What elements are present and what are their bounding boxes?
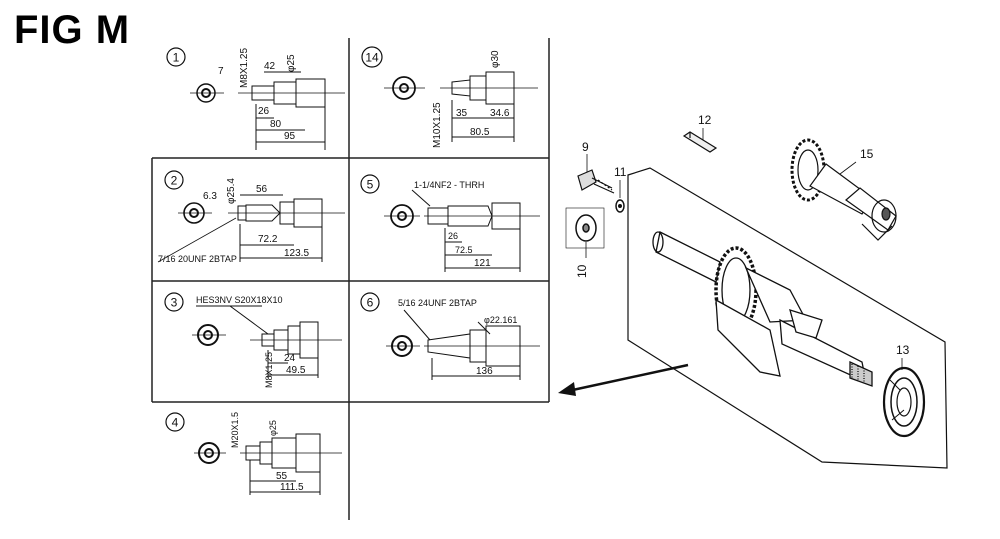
- panel-number-circle: [165, 412, 185, 432]
- callout-label: 13: [896, 343, 910, 357]
- panel-number: 6: [367, 296, 374, 310]
- dim-label: φ22.161: [484, 315, 517, 325]
- shaft-side-view: [196, 305, 342, 378]
- leader-line: [157, 217, 237, 263]
- washer-part: [575, 214, 597, 242]
- dim-label: 35: [456, 108, 468, 119]
- crankshaft-assembly: 9 10 11 12: [565, 113, 948, 469]
- callout-label: 9: [582, 140, 589, 154]
- gear-part-upper: [790, 138, 897, 241]
- dim-label: M8X1.25: [264, 352, 274, 388]
- dim-label: 121: [474, 258, 491, 269]
- callout-label: 11: [614, 165, 627, 179]
- dim-label: 42: [264, 61, 276, 72]
- panel-number-circle: [361, 46, 383, 68]
- panel-number: 1: [173, 51, 180, 65]
- panel-number: 5: [367, 178, 374, 192]
- panel-number: 3: [171, 296, 178, 310]
- pointer-arrow: [558, 363, 689, 396]
- callout-label: 15: [860, 147, 874, 161]
- dim-label: 136: [476, 366, 493, 377]
- shaft-end-view: [386, 335, 420, 357]
- panel-number: 2: [171, 174, 178, 188]
- panel-number-circle: [166, 47, 186, 67]
- assembly-frame: [627, 167, 948, 469]
- shaft-side-view: [228, 194, 345, 262]
- dim-label: 55: [276, 471, 288, 482]
- panel-grid: [151, 38, 550, 520]
- shaft-side-view: [403, 309, 540, 380]
- panel-14: 14 φ30 M10X1.25 35 34.6 80.5: [361, 46, 538, 148]
- panel-number-circle: [164, 170, 184, 190]
- shaft-side-view: [238, 71, 345, 150]
- shaft-end-view: [192, 324, 226, 346]
- dim-label: 24: [284, 353, 296, 364]
- dim-label: 80: [270, 119, 282, 130]
- thread-note: 5/16 24UNF 2BTAP: [398, 298, 477, 308]
- dim-label: φ25.4: [226, 178, 237, 204]
- panel-number: 4: [172, 416, 179, 430]
- panel-number: 14: [365, 51, 379, 65]
- shaft-end-view: [384, 76, 425, 100]
- part-note: HES3NV S20X18X10: [196, 295, 283, 305]
- dim-label: 49.5: [286, 365, 306, 376]
- shaft-end-view: [178, 202, 212, 224]
- dim-label: 34.6: [490, 108, 510, 119]
- dim-label: M20X1.5: [230, 412, 240, 448]
- bearing-part: [882, 366, 926, 438]
- shaft-side-view: [411, 189, 540, 272]
- dim-label: M10X1.25: [432, 102, 443, 148]
- panel-3: 3 HES3NV S20X18X10 M8X1.25 24 49.5: [164, 292, 342, 388]
- dim-label: 7: [218, 66, 224, 77]
- crankshaft-part: [652, 231, 873, 387]
- dim-label: M8X1.25: [239, 48, 250, 88]
- panel-1: 1 7 M8X1.25 42 φ25 26 80 95: [166, 47, 345, 150]
- bolt-part: [577, 169, 615, 194]
- shaft-end-view: [194, 442, 226, 464]
- thread-note: 7/16 20UNF 2BTAP: [158, 254, 237, 264]
- dim-label: 72.5: [455, 245, 473, 255]
- dim-label: φ30: [490, 50, 501, 68]
- shaft-side-view: [240, 433, 342, 495]
- dim-label: φ25: [286, 54, 297, 72]
- dim-label: 95: [284, 131, 296, 142]
- dim-label: φ25: [268, 420, 278, 436]
- callout-label: 12: [698, 113, 712, 127]
- small-washer-part: [615, 199, 625, 213]
- dim-label: 72.2: [258, 234, 278, 245]
- panel-6: 6 5/16 24UNF 2BTAP φ22.161 136: [360, 292, 540, 380]
- dim-label: 26: [258, 106, 270, 117]
- dim-label: 26: [448, 231, 458, 241]
- shaft-end-view: [190, 83, 224, 103]
- shaft-end-view: [384, 204, 420, 228]
- panel-2: 2 6.3 φ25.4 56 72.2 123.5 7/16 20UNF 2BT…: [157, 170, 345, 264]
- panel-number-circle: [360, 292, 380, 312]
- dim-label: 6.3: [203, 191, 217, 202]
- panel-number-circle: [360, 174, 380, 194]
- panel-number-circle: [164, 292, 184, 312]
- washer-frame: [565, 207, 605, 249]
- callout-label: 10: [575, 264, 589, 278]
- dim-label: 56: [256, 184, 268, 195]
- thread-note: 1-1/4NF2 - THRH: [414, 180, 484, 190]
- shaft-side-view: [440, 71, 538, 142]
- dim-label: 123.5: [284, 248, 309, 259]
- panel-4: 4 M20X1.5 φ25 55 111.5: [165, 412, 342, 495]
- dim-label: 111.5: [280, 482, 304, 493]
- dim-label: 80.5: [470, 127, 490, 138]
- key-part: [682, 131, 718, 153]
- panel-5: 5 1-1/4NF2 - THRH 26 72.5 121: [360, 174, 540, 272]
- figure-title: FIG M: [14, 8, 131, 52]
